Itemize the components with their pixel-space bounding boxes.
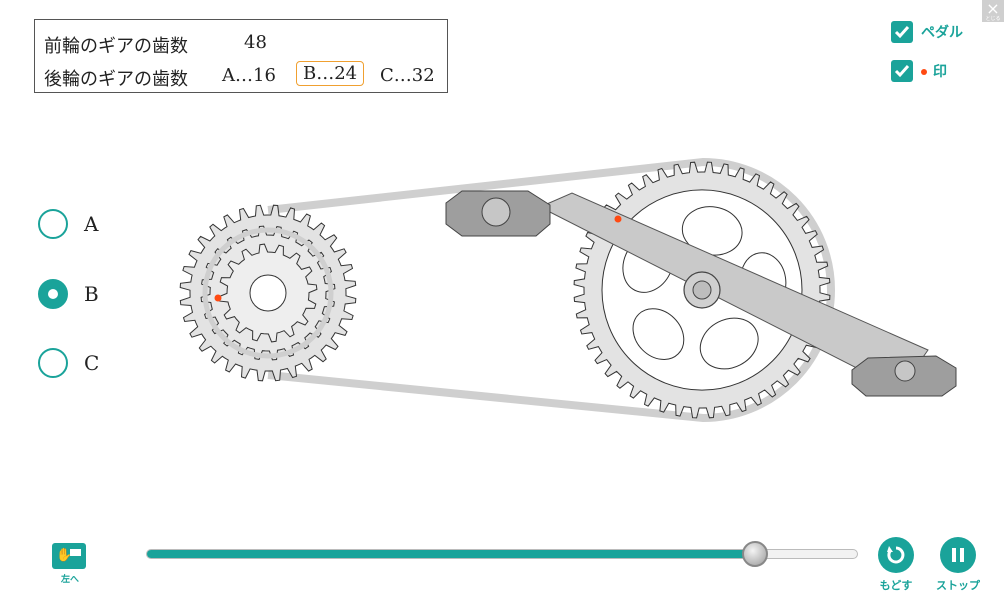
pedal-right bbox=[851, 355, 957, 397]
rear-option-a: A…16 bbox=[222, 65, 276, 86]
crank-arm bbox=[538, 192, 929, 391]
stop-button[interactable]: ストップ bbox=[928, 537, 988, 593]
check-icon bbox=[891, 60, 913, 82]
mark-label-text: 印 bbox=[933, 64, 947, 80]
pedal-left bbox=[445, 190, 551, 237]
slider-track[interactable] bbox=[146, 549, 858, 559]
left-button-label: 左へ bbox=[60, 575, 79, 585]
chain-wrap-rear bbox=[202, 227, 334, 359]
pedal-checkbox[interactable]: ペダル bbox=[891, 21, 963, 43]
slider-thumb[interactable] bbox=[742, 541, 768, 567]
gear-info-panel: 前輪のギアの歯数 48 後輪のギアの歯数 A…16 B…24 C…32 bbox=[34, 19, 448, 93]
slider-fill bbox=[147, 550, 755, 558]
radio-label-c: C bbox=[84, 351, 100, 375]
radio-label-b: B bbox=[84, 282, 99, 306]
close-sub-label: とじる bbox=[985, 16, 1001, 22]
stop-button-label: ストップ bbox=[936, 579, 980, 592]
rear-hub bbox=[249, 274, 287, 312]
rear-marker-dot bbox=[214, 294, 222, 302]
front-marker-dot bbox=[614, 215, 622, 223]
reset-button[interactable]: もどす bbox=[866, 537, 926, 593]
radio-option-a[interactable]: A bbox=[38, 209, 98, 239]
front-gear-value: 48 bbox=[244, 32, 267, 53]
rear-option-c: C…32 bbox=[380, 65, 435, 86]
close-icon: × bbox=[986, 0, 1000, 18]
marker-dot-icon bbox=[921, 69, 927, 75]
hand-point-icon bbox=[52, 543, 86, 569]
radio-option-c[interactable]: C bbox=[38, 348, 99, 378]
radio-circle bbox=[38, 348, 68, 378]
pedal-checkbox-label: ペダル bbox=[921, 25, 963, 41]
rear-option-b-highlight: B…24 bbox=[296, 61, 365, 86]
radio-circle-selected bbox=[38, 279, 68, 309]
pause-icon bbox=[940, 537, 976, 573]
reset-button-label: もどす bbox=[879, 579, 913, 592]
mark-checkbox-label: 印 bbox=[921, 61, 947, 81]
rear-gear-label: 後輪のギアの歯数 bbox=[44, 69, 188, 90]
close-button[interactable]: × とじる bbox=[982, 0, 1004, 22]
check-icon bbox=[891, 21, 913, 43]
chainring-cutout bbox=[699, 317, 759, 370]
radio-option-b[interactable]: B bbox=[38, 279, 99, 309]
chainring-cutout bbox=[632, 308, 685, 360]
reset-icon bbox=[878, 537, 914, 573]
radio-circle bbox=[38, 209, 68, 239]
left-button[interactable]: 左へ bbox=[52, 543, 88, 585]
radio-label-a: A bbox=[84, 212, 99, 236]
mark-checkbox[interactable]: 印 bbox=[891, 60, 947, 82]
front-gear-label: 前輪のギアの歯数 bbox=[44, 36, 188, 57]
